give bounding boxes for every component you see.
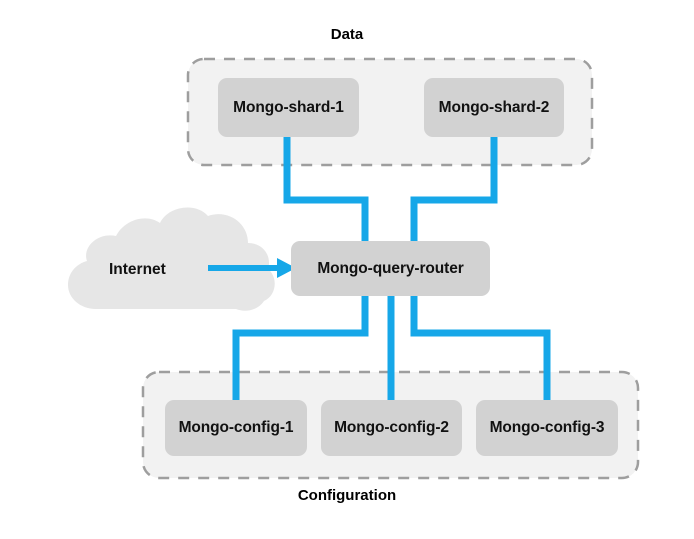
connector-router-config1 <box>232 294 369 402</box>
node-mongo-query-router[interactable]: Mongo-query-router <box>291 241 490 296</box>
node-mongo-shard-1-label: Mongo-shard-1 <box>233 98 344 116</box>
node-mongo-config-2-label: Mongo-config-2 <box>334 419 449 436</box>
data-group-label: Data <box>330 26 364 43</box>
node-mongo-shard-2[interactable]: Mongo-shard-2 <box>424 78 564 137</box>
node-mongo-shard-2-label: Mongo-shard-2 <box>438 98 550 116</box>
connector-router-config3 <box>410 294 551 402</box>
arrowhead-icon <box>277 258 296 278</box>
node-mongo-query-router-label: Mongo-query-router <box>317 259 464 277</box>
configuration-group-label: Configuration <box>297 487 397 504</box>
node-mongo-config-2[interactable]: Mongo-config-2 <box>321 400 462 456</box>
node-mongo-config-1[interactable]: Mongo-config-1 <box>165 400 307 456</box>
node-mongo-config-1-label: Mongo-config-1 <box>178 419 294 436</box>
connector-shard2-router <box>410 134 498 243</box>
node-mongo-config-3-label: Mongo-config-3 <box>489 419 605 436</box>
internet-cloud-label: Internet <box>109 261 166 278</box>
connector-shard1-router <box>283 134 369 243</box>
internet-cloud-shape <box>68 207 275 311</box>
node-mongo-config-3[interactable]: Mongo-config-3 <box>476 400 618 456</box>
node-mongo-shard-1[interactable]: Mongo-shard-1 <box>218 78 359 137</box>
